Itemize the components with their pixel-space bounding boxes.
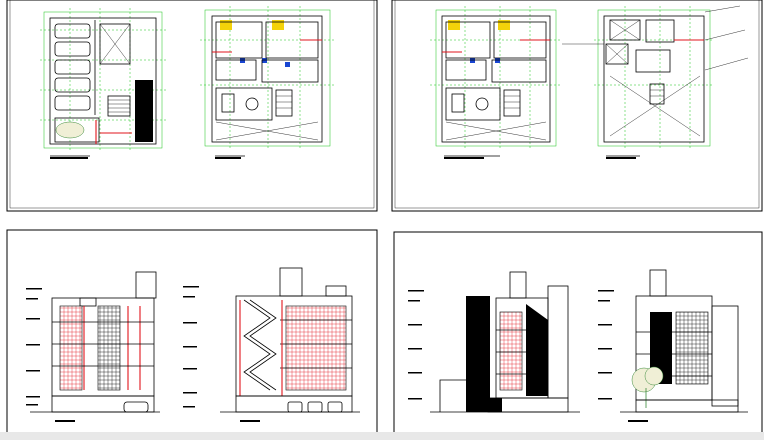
plan-parking-level — [40, 8, 166, 159]
tree-icon — [631, 366, 664, 408]
sheet-4 — [393, 231, 763, 439]
plan-roof — [562, 5, 749, 159]
section-elevation — [220, 267, 360, 422]
rear-elevation — [620, 269, 748, 422]
level-annotations-mid — [183, 286, 199, 408]
car-icon — [54, 23, 91, 111]
footer-strip — [0, 432, 764, 440]
stair-icon — [243, 299, 277, 391]
side-elevation — [430, 271, 580, 413]
sheet-1 — [6, 0, 378, 212]
sheet-3 — [6, 229, 378, 439]
plan-first-floor — [200, 6, 334, 159]
front-elevation — [30, 271, 160, 422]
sheet-2 — [391, 0, 763, 212]
level-annotations-right-2 — [598, 290, 614, 400]
level-annotations-right-1 — [408, 290, 424, 400]
level-annotations-left — [26, 288, 42, 406]
tree-icon — [55, 121, 85, 139]
plan-typical-floor — [430, 6, 560, 159]
stair-icon — [107, 95, 131, 117]
